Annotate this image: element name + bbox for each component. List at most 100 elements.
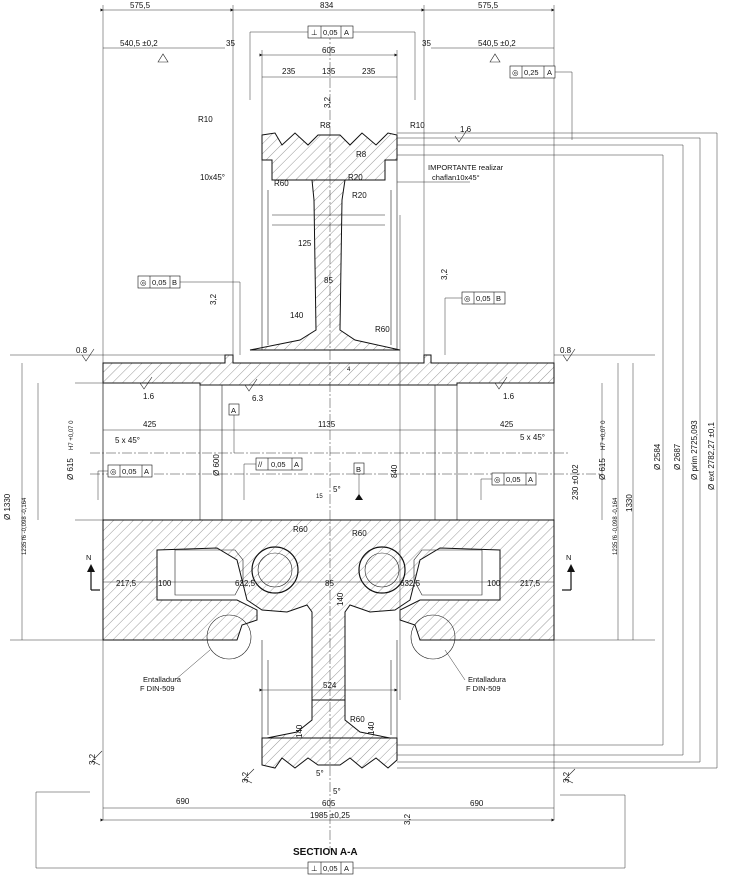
- dim-d2687: Ø 2687: [673, 443, 682, 470]
- surface-finish-marks: 1.6 0.8 0.8 1.6 6.3 1.6 3,2 3,2 3,2 3,2 …: [76, 96, 576, 825]
- surface-0-8-left: 0.8: [76, 346, 88, 355]
- dim-angle-5-top: 5°: [333, 485, 341, 494]
- dim-425-left: 425: [143, 420, 157, 429]
- surface-3-2-f: 3,2: [403, 813, 412, 825]
- dim-100-left: 100: [158, 579, 172, 588]
- svg-text:A: A: [344, 28, 349, 37]
- dim-540-left: 540,5 ±0,2: [120, 39, 158, 48]
- dim-632-right: 632,5: [400, 579, 421, 588]
- dim-140-br: 140: [367, 721, 376, 735]
- note-important-1: IMPORTANTE realizar: [428, 163, 504, 172]
- surface-3-2-a: 3,2: [323, 96, 332, 108]
- section-title: SECTION A-A: [293, 847, 358, 858]
- dim-r60-web: R60: [375, 325, 390, 334]
- tol-perp-top: ⊥ 0,05 A: [249, 25, 416, 100]
- dim-85-mid: 85: [325, 579, 334, 588]
- surface-1-6-right: 1.6: [503, 392, 515, 401]
- tol-conc-b-right: ◎ 0,05 B: [444, 291, 506, 355]
- tol-par-a: // 0,05 A: [243, 457, 303, 500]
- warning-icon: [157, 53, 169, 63]
- dim-605-top: 605: [322, 46, 336, 55]
- dim-230: 230 ±0,02: [571, 464, 580, 500]
- svg-text:N: N: [86, 553, 91, 562]
- dim-top-center: 834: [320, 1, 334, 10]
- tolerance-frames: ⊥ 0,05 A ◎ 0,25 A ◎ 0,05 B ◎ 0,05 B: [35, 25, 626, 875]
- north-arrow-left: N: [86, 553, 100, 591]
- dim-r20-b: R20: [352, 191, 367, 200]
- dim-small-4: 4: [347, 367, 351, 373]
- svg-text:0,05: 0,05: [476, 294, 491, 303]
- note-important-2: chaflan10x45°: [432, 173, 480, 182]
- dim-h7-left: H7 +0,07 0: [69, 420, 75, 450]
- dim-235-left: 235: [282, 67, 296, 76]
- dim-d600: Ø 600: [212, 454, 221, 476]
- surface-3-2-d: 3,2: [88, 753, 97, 765]
- datums: A B: [228, 403, 365, 500]
- svg-text:N: N: [566, 553, 571, 562]
- warning-icon: [489, 53, 501, 63]
- svg-text:A: A: [528, 475, 533, 484]
- bottom-gear-rim: [261, 737, 398, 769]
- dim-125: 125: [298, 239, 312, 248]
- tol-conc-top-right: ◎ 0,25 A: [509, 65, 573, 140]
- tol-conc-b-left: ◎ 0,05 B: [137, 275, 241, 355]
- dim-d-ext: Ø ext 2782,27 ±0,1: [707, 421, 716, 490]
- dim-217-left: 217,5: [116, 579, 137, 588]
- dim-425-right: 425: [500, 420, 514, 429]
- svg-text:A: A: [144, 467, 149, 476]
- dimension-labels: 575,5 834 575,5 540,5 ±0,2 540,5 ±0,2 35…: [3, 1, 716, 820]
- svg-text:◎: ◎: [512, 68, 519, 77]
- dim-d615-left: Ø 615: [66, 458, 75, 480]
- north-arrow-right: N: [562, 553, 575, 591]
- svg-text:⊥: ⊥: [311, 28, 318, 37]
- dim-540-right: 540,5 ±0,2: [478, 39, 516, 48]
- dim-605-bottom: 605: [322, 799, 336, 808]
- dim-1135: 1135: [318, 420, 336, 429]
- tol-conc-a-left: ◎ 0,05 A: [97, 464, 153, 500]
- dim-135: 135: [322, 67, 336, 76]
- svg-text:0,05: 0,05: [506, 475, 521, 484]
- dim-d1330-left: Ø 1330: [3, 493, 12, 520]
- dim-r8b: R8: [356, 150, 367, 159]
- notes: IMPORTANTE realizar chaflan10x45° Entall…: [140, 163, 507, 858]
- dim-chamfer-10: 10x45°: [200, 173, 225, 182]
- dim-top-right: 575,5: [478, 1, 499, 10]
- dim-632-left: 632,5: [235, 579, 256, 588]
- dim-d1235-right: 1235 f6 -0,098 -0,164: [613, 497, 619, 555]
- svg-text:◎: ◎: [464, 294, 471, 303]
- dim-85-top: 85: [324, 276, 333, 285]
- svg-text:B: B: [496, 294, 501, 303]
- svg-text:B: B: [172, 278, 177, 287]
- svg-text:0,05: 0,05: [271, 460, 286, 469]
- dim-r60-top: R60: [274, 179, 289, 188]
- surface-1-6-top: 1.6: [460, 125, 472, 134]
- dim-angle-5-bot-a: 5°: [316, 769, 324, 778]
- part-geometry: [90, 5, 600, 850]
- dim-35-left: 35: [226, 39, 235, 48]
- surface-3-2-b: 3,2: [209, 293, 218, 305]
- dim-r60-mid-right: R60: [352, 529, 367, 538]
- svg-text:0,05: 0,05: [323, 864, 338, 873]
- svg-text://: //: [258, 460, 263, 469]
- dim-690-right: 690: [470, 799, 484, 808]
- svg-text:◎: ◎: [140, 278, 147, 287]
- note-entalladura-right-2: F DIN-509: [466, 684, 501, 693]
- dim-140-mid: 140: [336, 592, 345, 606]
- svg-text:⊥: ⊥: [311, 864, 318, 873]
- dim-140-top: 140: [290, 311, 304, 320]
- dim-angle-5-bot-b: 5°: [333, 787, 341, 796]
- dimension-lines: [10, 8, 718, 822]
- dim-r10-right: R10: [410, 121, 425, 130]
- svg-text:0,05: 0,05: [122, 467, 137, 476]
- dim-chamfer-5-right: 5 x 45°: [520, 433, 545, 442]
- tol-perp-bottom: ⊥ 0,05 A: [35, 791, 626, 875]
- surface-3-2-c: 3,2: [440, 268, 449, 280]
- surface-6-3: 6.3: [252, 394, 264, 403]
- dim-100-right: 100: [487, 579, 501, 588]
- dim-d615-right: Ø 615: [598, 458, 607, 480]
- dim-d-prim: Ø prim 2725,093: [690, 420, 699, 480]
- undercut-detail-right: [410, 614, 456, 660]
- svg-text:A: A: [344, 864, 349, 873]
- dim-h7-right: H7 +0,07 0: [601, 420, 607, 450]
